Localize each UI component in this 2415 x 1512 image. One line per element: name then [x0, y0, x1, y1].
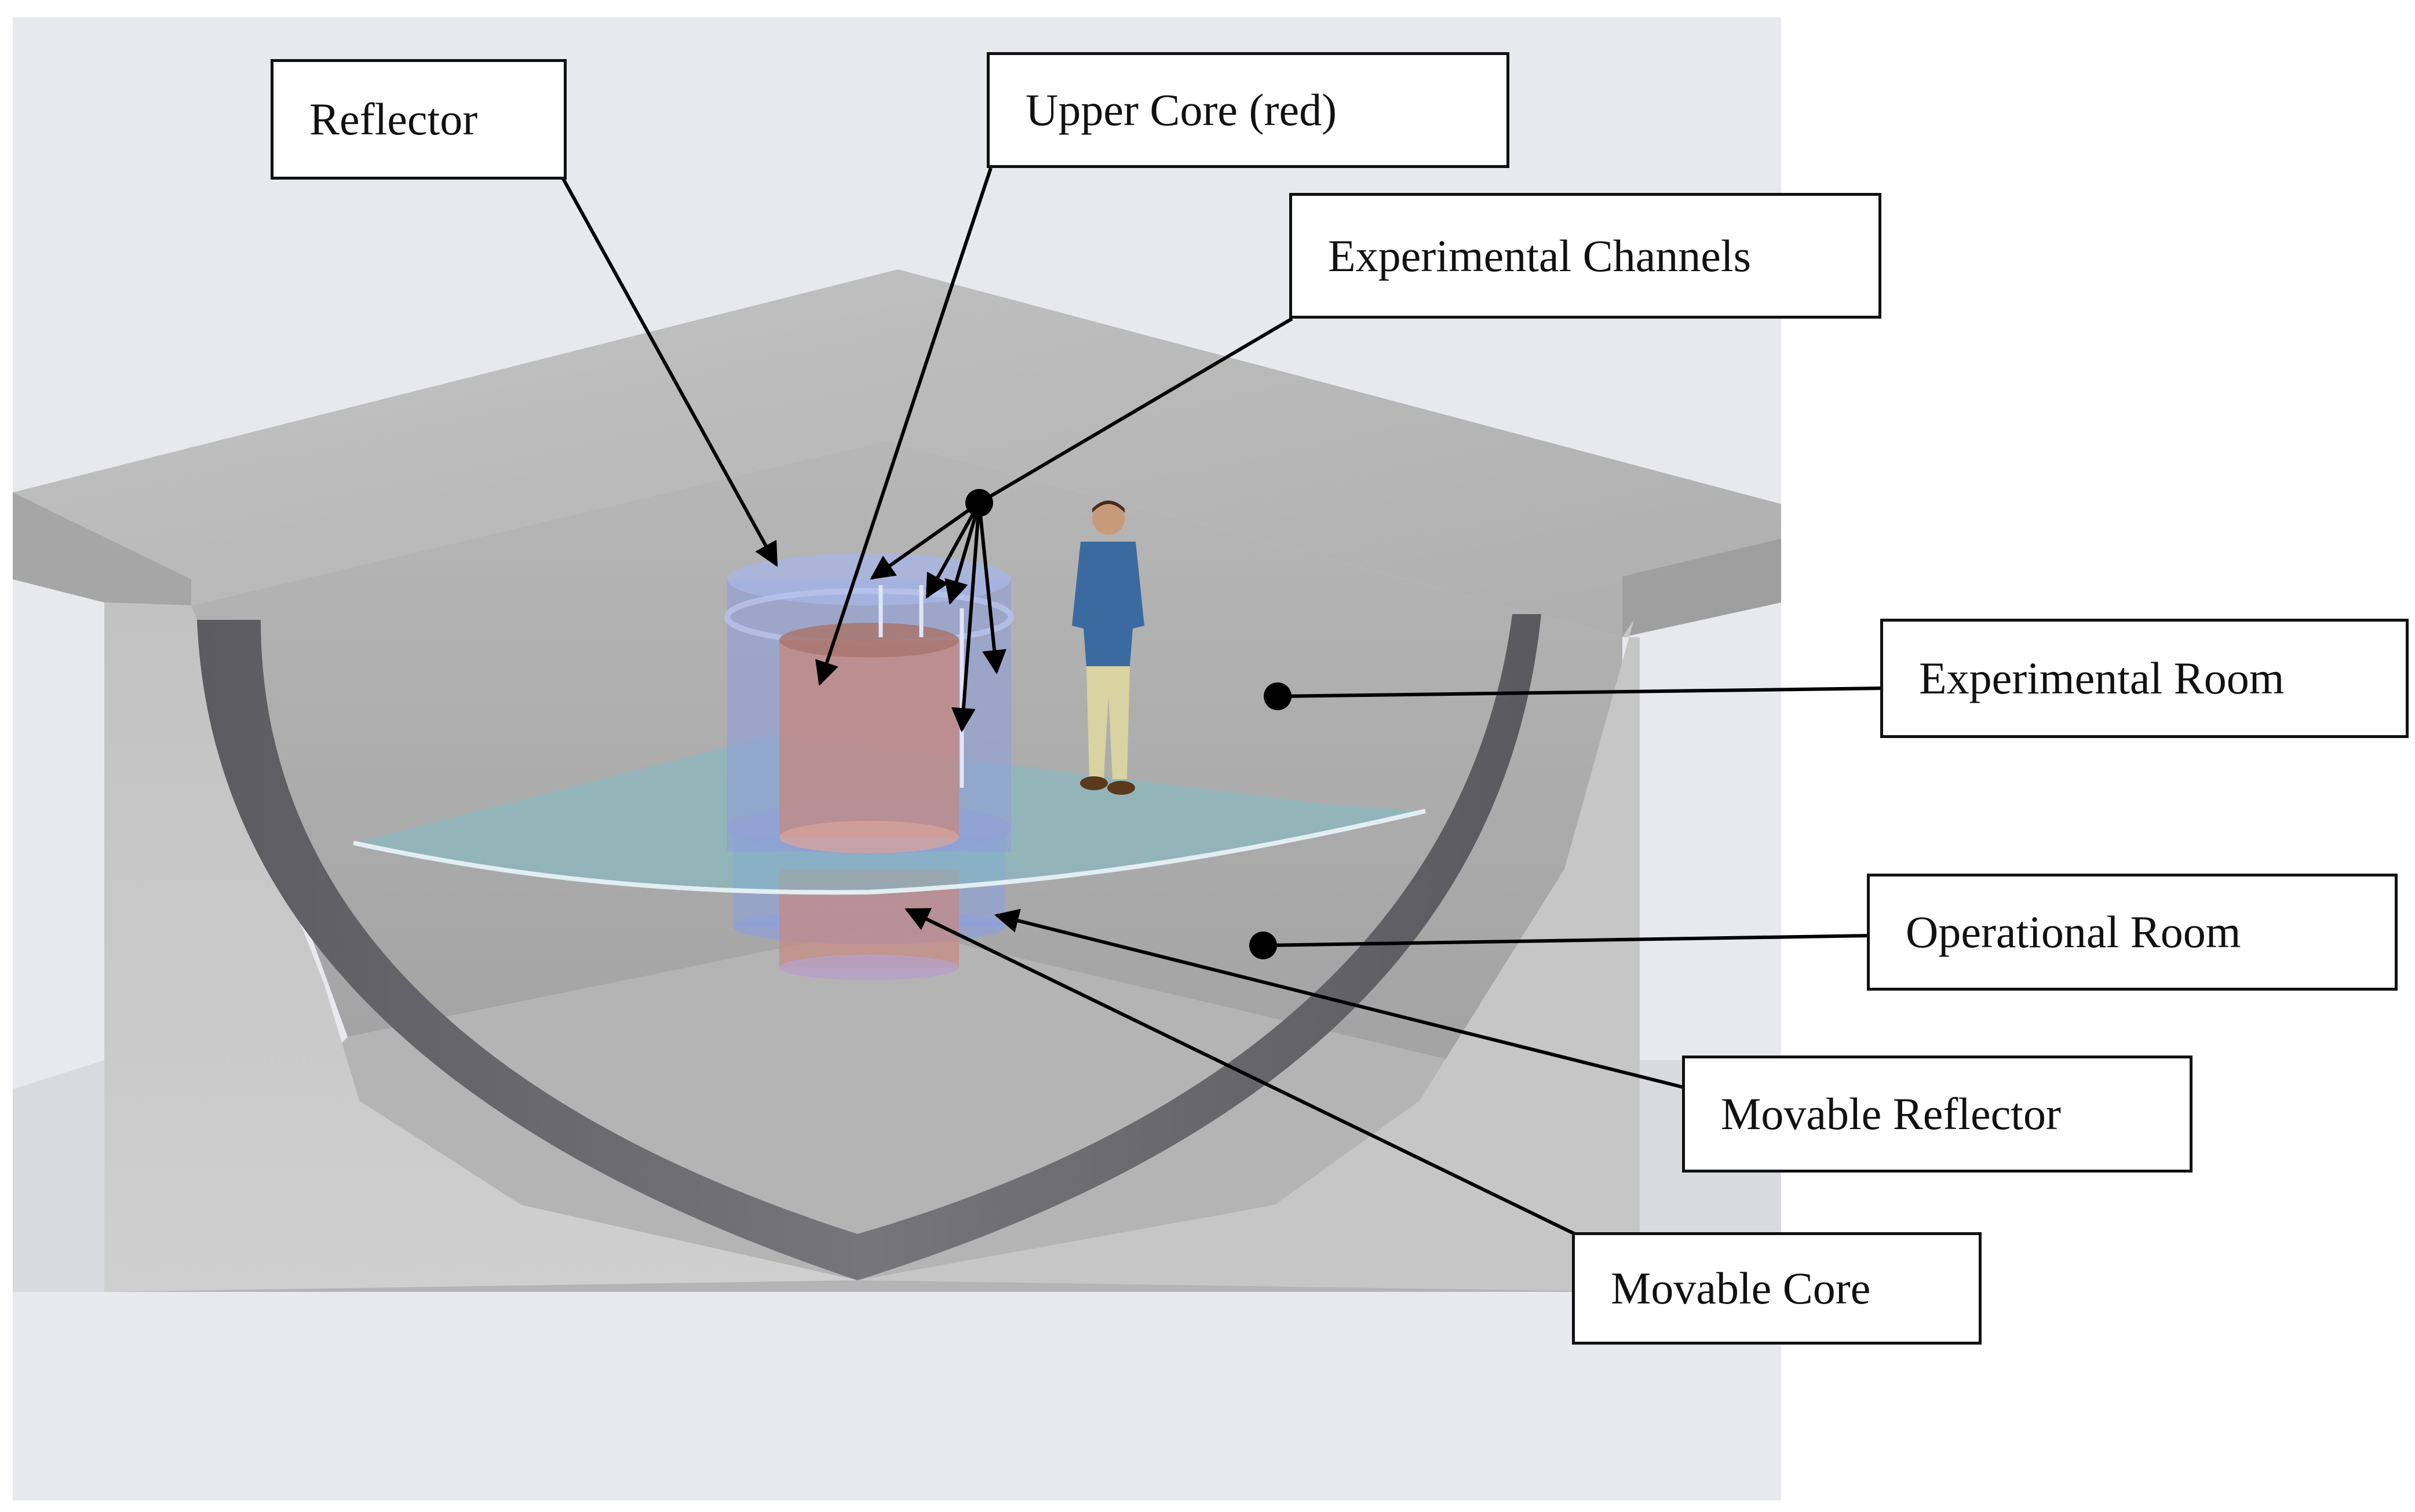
front-block-right [858, 620, 1640, 1292]
upper-core-assembly [724, 553, 1014, 854]
concrete-top-slab [13, 269, 1781, 637]
person-shoe-left [1080, 776, 1108, 790]
reflector-arrow [560, 176, 778, 567]
label-operational-room: Operational Room [1867, 874, 2398, 991]
movable-core-bottom [779, 955, 959, 980]
slab-edge-left [13, 492, 191, 605]
person-hair [1092, 501, 1125, 513]
operational-room-leader [1263, 934, 1872, 947]
movable-core-arrow [904, 908, 1576, 1236]
label-upper-core: Upper Core (red) [987, 52, 1509, 168]
experimental-room-dot [1264, 682, 1292, 710]
leader-dots [965, 489, 1292, 959]
channels-dot [965, 489, 993, 517]
experimental-room-leader [1277, 686, 1884, 698]
label-movable-reflector: Movable Reflector [1682, 1056, 2193, 1173]
label-experimental-channels: Experimental Channels [1289, 193, 1881, 319]
channel-arrow [944, 502, 981, 605]
front-block-left [104, 602, 858, 1292]
vessel-shell [197, 614, 1541, 1280]
person-head [1092, 502, 1125, 535]
label-movable-core: Movable Core [1572, 1232, 1982, 1345]
upper-core-body [779, 640, 959, 837]
water-plane-edge [353, 809, 1426, 895]
upper-core-top [779, 623, 959, 658]
leader-lines [560, 167, 1884, 1236]
operational-room-dot [1249, 932, 1277, 959]
channel-arrow [925, 502, 981, 599]
slab-edge-right [1622, 539, 1781, 637]
person-shoe-right [1107, 781, 1135, 795]
channel-arrow [977, 502, 1007, 675]
channel-arrow [870, 501, 980, 580]
upper-core-bottom [779, 821, 959, 853]
upper-core-arrow [815, 167, 993, 686]
movable-reflector-arrow [994, 908, 1687, 1090]
channels-leader [978, 317, 1293, 505]
label-experimental-room: Experimental Room [1880, 619, 2409, 738]
person-figure [1072, 501, 1144, 795]
channel-arrow [951, 502, 981, 733]
person-torso [1072, 542, 1144, 666]
person-legs [1086, 666, 1130, 779]
label-reflector: Reflector [271, 59, 567, 180]
